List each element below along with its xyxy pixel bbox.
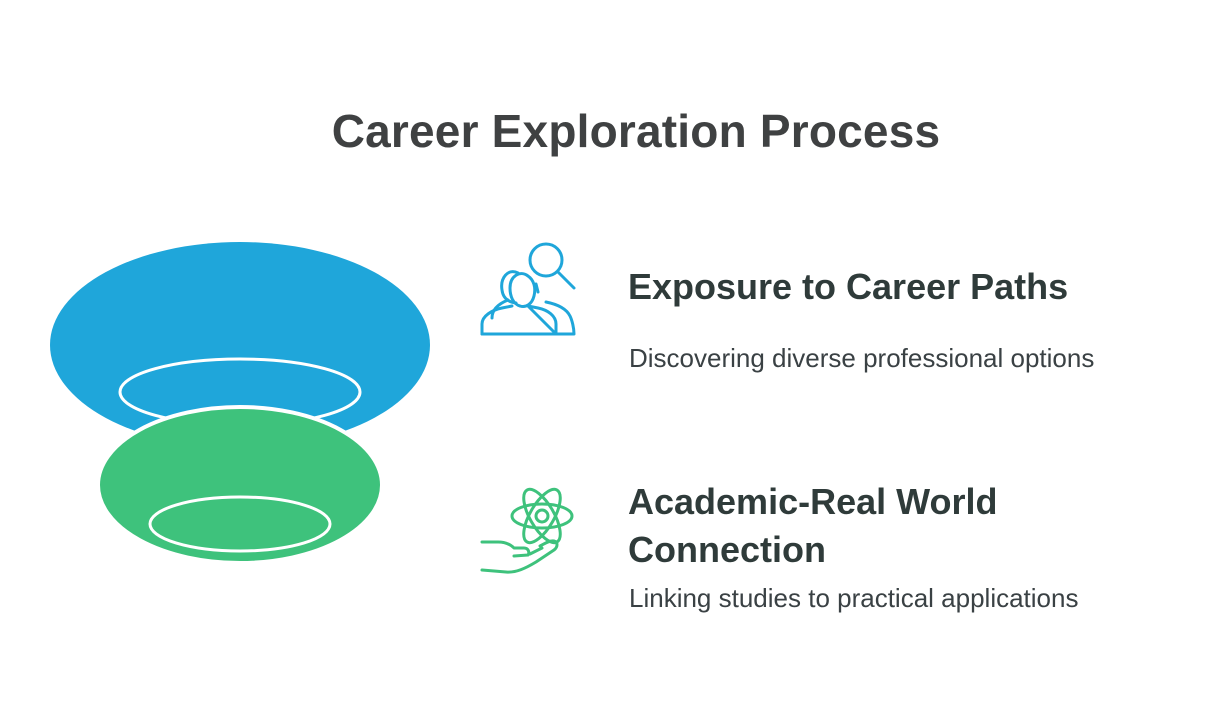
funnel-layer-connection-body (96, 405, 384, 565)
stage-heading-connection: Academic-Real World Connection (628, 481, 998, 570)
funnel-layer-connection (96, 405, 384, 565)
funnel-layer-connection-ring (148, 495, 332, 553)
page-title: Career Exploration Process (331, 105, 941, 157)
funnel-layer-exposure-body (50, 242, 430, 448)
people-search-icon (480, 242, 576, 336)
funnel-graphic (50, 242, 430, 565)
stage-heading-exposure: Exposure to Career Paths (628, 266, 1069, 307)
stage-description-connection: Linking studies to practical application… (629, 583, 1079, 613)
stage-description-exposure: Discovering diverse professional options (629, 343, 1095, 373)
atom-hand-icon (480, 487, 574, 574)
